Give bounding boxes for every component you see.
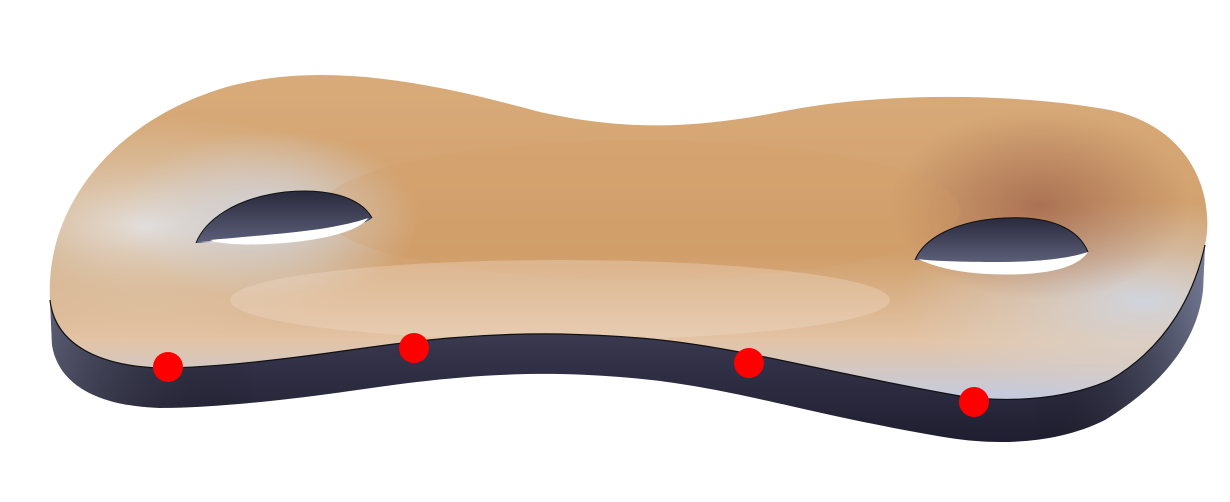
left-handle-hole — [195, 190, 373, 245]
marked-points — [153, 333, 989, 417]
marked-point-4 — [959, 387, 989, 417]
marked-point-1 — [153, 352, 183, 382]
seam-curve — [49, 244, 1206, 400]
right-handle-hole — [914, 217, 1089, 275]
marked-point-2 — [399, 333, 429, 363]
marked-point-3 — [734, 348, 764, 378]
